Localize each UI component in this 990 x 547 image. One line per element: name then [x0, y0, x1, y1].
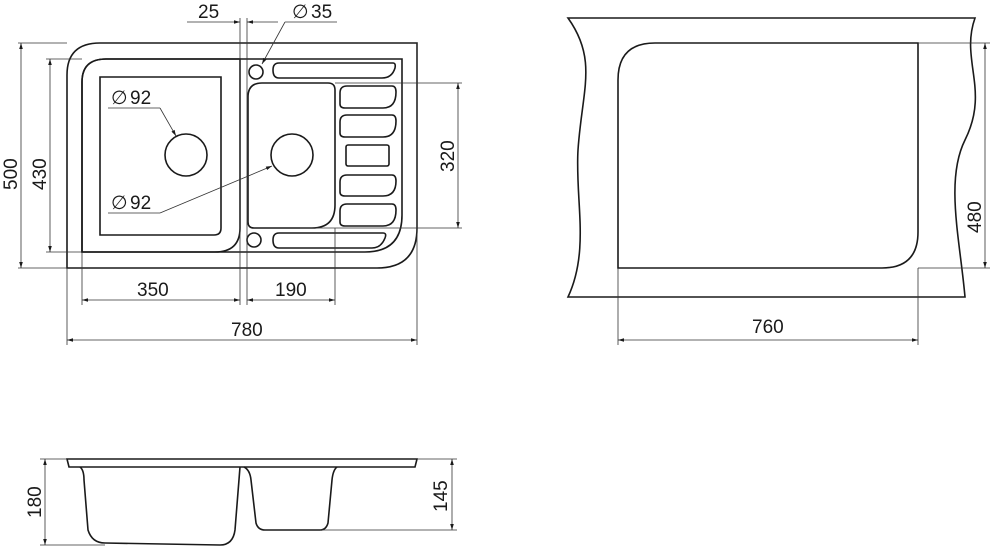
- left-bowl-rim: [81, 58, 241, 253]
- drain-slot: [339, 203, 397, 227]
- drain-slot: [345, 144, 390, 167]
- dim-right-bowl-depth: 320: [438, 140, 459, 172]
- dim-left-bowl-width: 350: [137, 280, 169, 301]
- countertop-outline: [566, 17, 977, 298]
- dim-right-bowl-height: 145: [431, 480, 452, 512]
- drain-slot: [272, 232, 387, 249]
- dim-right-drain-symbol: ∅: [111, 193, 128, 214]
- drain-slot: [272, 62, 397, 79]
- dim-left-drain-symbol: ∅: [111, 88, 128, 109]
- cutout-dimension-lines: [617, 42, 990, 345]
- sink-top-plate: [65, 458, 419, 468]
- dim-left-bowl-height: 180: [25, 486, 46, 518]
- left-bowl-profile: [79, 466, 241, 546]
- side-view: 180 145: [25, 458, 457, 546]
- dim-left-drain-diameter: 92: [130, 88, 151, 109]
- cutout-view: 760 480: [566, 17, 990, 345]
- top-view: 25 ∅ 35 ∅ 92 ∅ 92 350 190 780 500 430 32…: [1, 2, 462, 345]
- dim-cutout-width: 760: [752, 317, 784, 338]
- right-drain: [270, 133, 314, 177]
- drain-slot: [339, 85, 397, 109]
- left-bowl: [99, 76, 222, 236]
- side-dimension-lines: [40, 458, 457, 546]
- drain-slot: [339, 114, 397, 138]
- dim-overflow-diameter-symbol: ∅: [292, 2, 309, 23]
- dim-right-bowl-width: 190: [275, 280, 307, 301]
- dimension-lines: [18, 18, 462, 345]
- right-bowl: [247, 82, 336, 229]
- dim-cutout-depth: 480: [965, 201, 986, 233]
- dim-total-depth: 500: [1, 158, 22, 190]
- dim-total-width: 780: [231, 320, 263, 341]
- dim-inner-depth: 430: [30, 158, 51, 190]
- cutout-outline: [617, 42, 919, 269]
- overflow-hole-top: [248, 64, 264, 80]
- overflow-hole-bottom: [246, 232, 262, 248]
- dim-right-drain-diameter: 92: [130, 193, 151, 214]
- drain-slot: [339, 174, 397, 197]
- dim-overflow-diameter: 35: [311, 2, 332, 23]
- right-bowl-profile: [243, 466, 338, 531]
- dim-gap: 25: [198, 2, 219, 23]
- left-drain: [164, 133, 208, 177]
